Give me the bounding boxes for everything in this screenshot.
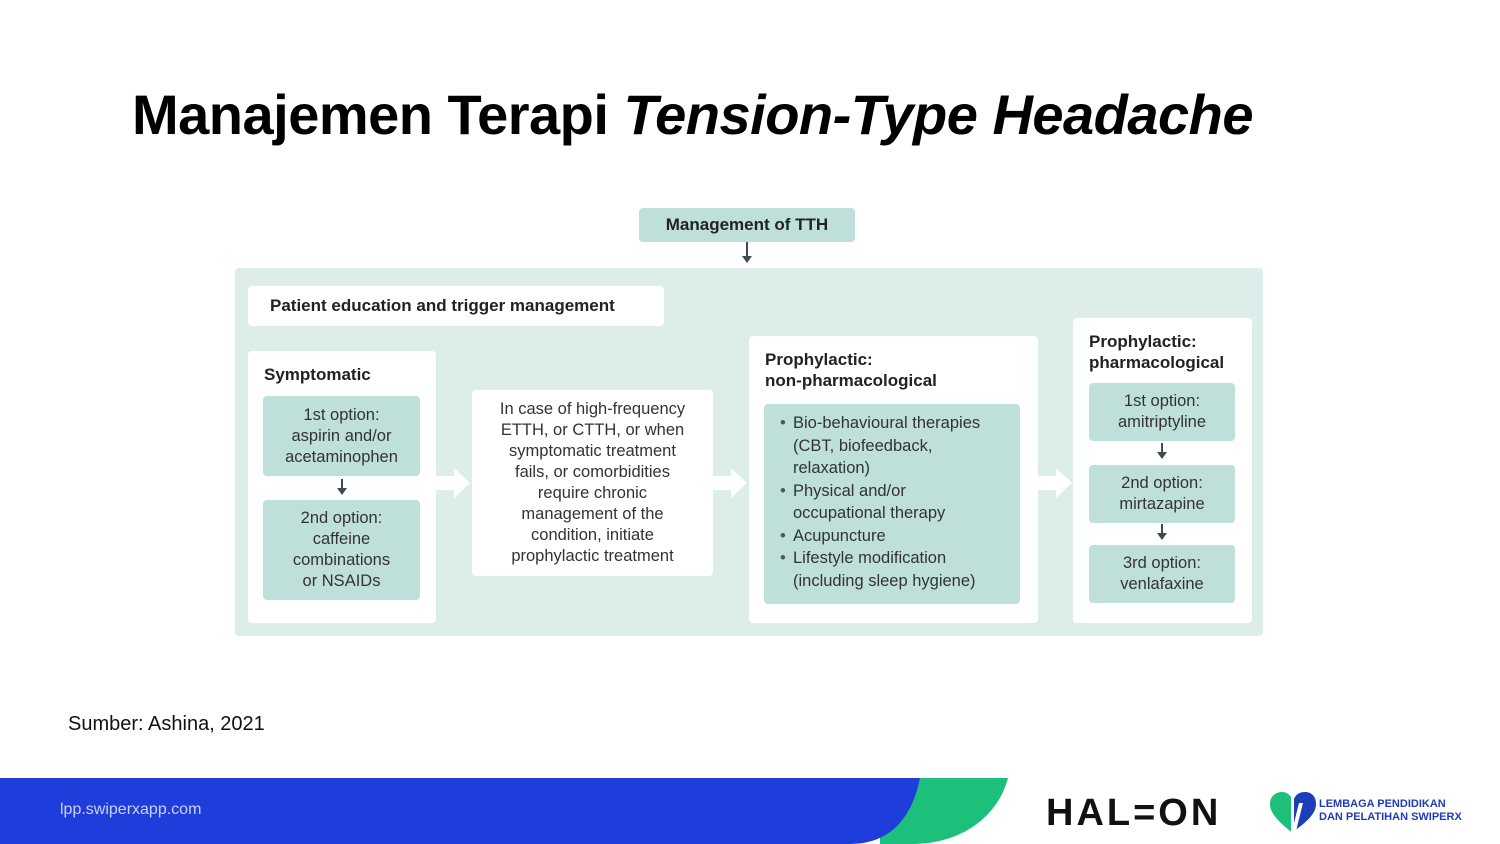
pharmacological-option-1: 1st option: amitriptyline <box>1089 383 1235 441</box>
arrow-down-icon <box>1157 524 1167 540</box>
pharmacological-heading: Prophylactic: pharmacological <box>1089 332 1225 372</box>
transition-box: In case of high-frequency ETTH, or CTTH,… <box>472 390 713 576</box>
pharmacological-option-2: 2nd option: mirtazapine <box>1089 465 1235 523</box>
footer-banner <box>0 778 1008 844</box>
arrow-right-icon <box>1038 468 1072 498</box>
symptomatic-heading: Symptomatic <box>264 365 371 384</box>
pharmacological-option-3: 3rd option: venlafaxine <box>1089 545 1235 603</box>
education-box: Patient education and trigger management <box>248 286 664 326</box>
title-plain: Manajemen Terapi <box>132 83 624 146</box>
arrow-right-icon <box>436 468 470 498</box>
arrow-down-icon <box>742 242 752 263</box>
haleon-logo: HAL=ON <box>1046 792 1222 834</box>
symptomatic-option-2: 2nd option: caffeine combinations or NSA… <box>263 500 420 600</box>
list-item: Acupuncture <box>780 525 1010 548</box>
arrow-down-icon <box>337 479 347 495</box>
lpp-line-1: LEMBAGA PENDIDIKAN <box>1319 798 1446 810</box>
list-item: Lifestyle modification (including sleep … <box>780 547 1010 592</box>
source-citation: Sumber: Ashina, 2021 <box>68 713 265 735</box>
arrow-down-icon <box>1157 443 1167 459</box>
non-pharmacological-list: Bio-behavioural therapies (CBT, biofeedb… <box>764 404 1020 604</box>
symptomatic-option-1: 1st option: aspirin and/or acetaminophen <box>263 396 420 476</box>
list-item: Physical and/or occupational therapy <box>780 480 1010 525</box>
lpp-org-name: LEMBAGA PENDIDIKAN DAN PELATIHAN SWIPERX <box>1319 798 1462 824</box>
title-italic: Tension-Type Headache <box>623 83 1254 146</box>
lpp-line-2: DAN PELATIHAN SWIPERX <box>1319 811 1462 823</box>
slide-title: Manajemen Terapi Tension-Type Headache <box>132 82 1254 147</box>
footer-url[interactable]: lpp.swiperxapp.com <box>60 801 202 818</box>
arrow-right-icon <box>713 468 747 498</box>
non-pharmacological-heading: Prophylactic: non-pharmacological <box>765 350 937 390</box>
list-item: Bio-behavioural therapies (CBT, biofeedb… <box>780 412 1010 480</box>
heart-logo-icon <box>1270 792 1316 831</box>
management-box: Management of TTH <box>639 208 855 242</box>
